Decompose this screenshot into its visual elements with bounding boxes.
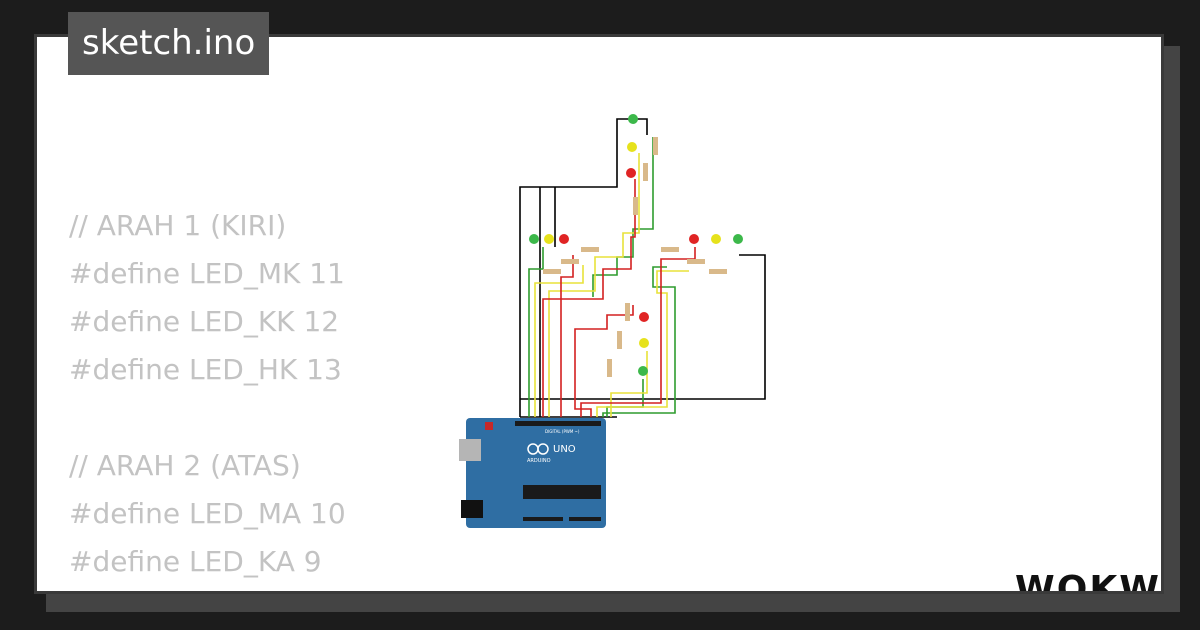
power-header [523, 517, 563, 521]
board-uno-label: UNO [553, 444, 576, 455]
wire-ground [520, 254, 766, 400]
board-header-label: DIGITAL (PWM ~) [545, 429, 580, 434]
led-green[interactable] [733, 234, 743, 244]
wire-red [560, 255, 574, 417]
led-red[interactable] [639, 312, 649, 322]
wire-ground [519, 118, 648, 417]
wokwi-logo: WOKWI [1015, 569, 1164, 594]
code-line: #define LED_HK 13 [69, 353, 342, 386]
resistor [653, 137, 658, 155]
svg-text:WOKWI: WOKWI [1015, 569, 1164, 594]
code-line: // ARAH 2 (ATAS) [69, 449, 301, 482]
reset-button[interactable] [485, 422, 493, 430]
wire-yellow [534, 265, 584, 417]
led-yellow[interactable] [627, 142, 637, 152]
led-yellow[interactable] [544, 234, 554, 244]
wire-red [542, 179, 636, 417]
led-red[interactable] [559, 234, 569, 244]
chip [523, 485, 601, 499]
arduino-infinity-logo [537, 443, 549, 455]
led-red[interactable] [689, 234, 699, 244]
wire-yellow [596, 270, 689, 417]
wire-red [580, 247, 696, 417]
analog-header [569, 517, 601, 521]
code-line: #define LED_KA 9 [69, 545, 322, 578]
wire-red [574, 305, 634, 417]
wire-green [528, 247, 544, 417]
code-line [69, 394, 346, 442]
led-green[interactable] [529, 234, 539, 244]
wire-green [606, 379, 644, 417]
leds [529, 114, 743, 376]
code-line: #define LED_MK 11 [69, 257, 345, 290]
resistor [625, 303, 630, 321]
led-yellow[interactable] [639, 338, 649, 348]
code-line: #define LED_MA 10 [69, 497, 346, 530]
wire-green [592, 137, 654, 297]
code-line: #define LED_HA 8 [69, 586, 346, 591]
power-jack [461, 500, 483, 518]
led-green[interactable] [638, 366, 648, 376]
code-line: // ARAH 1 (KIRI) [69, 209, 287, 242]
circuit-diagram[interactable]: UNO ARDUINO DIGITAL (PWM ~) [457, 107, 817, 567]
resistor [643, 163, 648, 181]
led-red[interactable] [626, 168, 636, 178]
wire-yellow [548, 153, 640, 417]
usb-port [459, 439, 481, 461]
led-yellow[interactable] [711, 234, 721, 244]
resistor [607, 359, 612, 377]
resistor [687, 259, 705, 264]
led-green[interactable] [628, 114, 638, 124]
code-preview: // ARAH 1 (KIRI) #define LED_MK 11 #define… [69, 202, 346, 591]
resistor [633, 197, 638, 215]
resistor [581, 247, 599, 252]
window-title: sketch.ino [68, 12, 270, 75]
resistor [561, 259, 579, 264]
resistors [543, 137, 727, 377]
resistor [709, 269, 727, 274]
digital-header [515, 421, 601, 426]
resistor [617, 331, 622, 349]
simulation-canvas[interactable]: // ARAH 1 (KIRI) #define LED_MK 11 #define… [34, 34, 1164, 594]
code-line: #define LED_KK 12 [69, 305, 340, 338]
board-brand-label: ARDUINO [527, 458, 551, 464]
board-pcb [466, 418, 606, 528]
resistor [543, 269, 561, 274]
resistor [661, 247, 679, 252]
arduino-uno-board[interactable]: UNO ARDUINO DIGITAL (PWM ~) [459, 418, 606, 528]
wire-green [602, 266, 676, 417]
